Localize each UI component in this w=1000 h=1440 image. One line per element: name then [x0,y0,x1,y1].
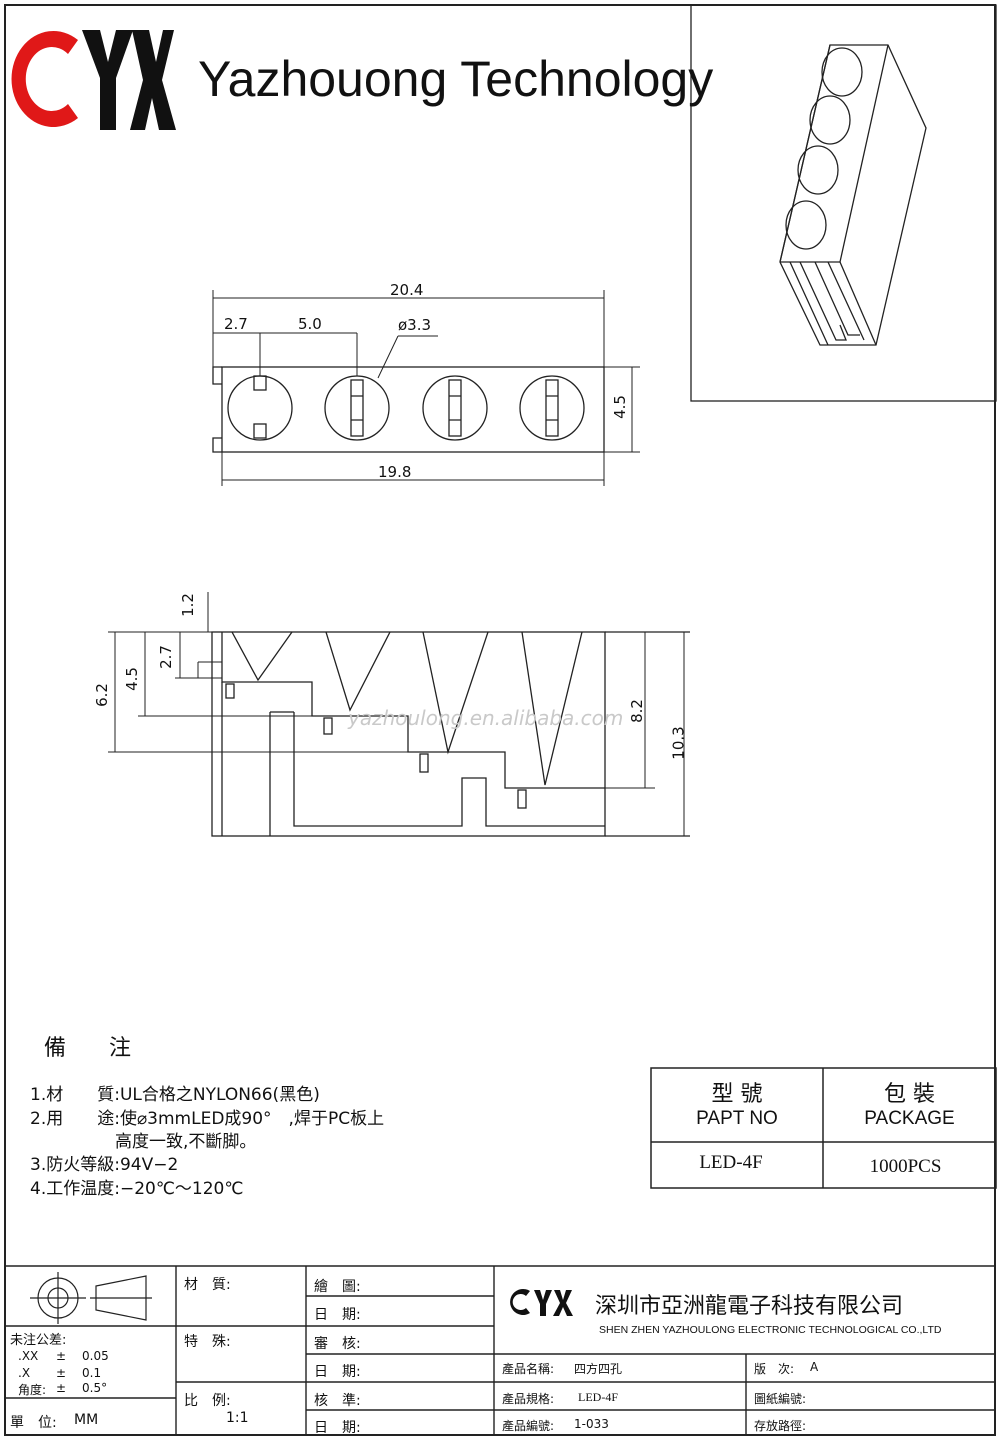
approve-label: 核 準: [314,1393,361,1409]
note-line-3: 高度一致,不斷脚。 [30,1132,257,1152]
part-table-grid [650,1067,997,1189]
side-view [108,592,690,837]
tol-x-sign: ± [56,1366,67,1380]
dim-top-height: 4.5 [610,395,629,419]
dim-side-8-2: 8.2 [627,699,646,723]
product-name-value: 四方四孔 [574,1362,623,1376]
top-view-holes [227,375,585,441]
version-value: A [810,1360,819,1374]
tol-xx-value: 0.05 [82,1349,109,1363]
note-line-5: 4.工作温度:−20℃～120℃ [30,1179,244,1199]
unit-label: 單 位: [10,1415,57,1431]
material-label: 材 質: [184,1277,231,1293]
dim-body-length: 19.8 [378,463,412,481]
version-label: 版 次: [754,1362,795,1376]
part-no-header-en: PAPT NO [696,1108,778,1129]
tol-x-value: 0.1 [82,1366,102,1380]
tol-xx-sign: ± [56,1349,67,1363]
package-header-en: PACKAGE [864,1108,955,1129]
dim-side-1-2: 1.2 [178,593,197,617]
dim-side-6-2: 6.2 [92,683,111,707]
dim-pitch: 5.0 [298,315,322,333]
spec-label: 產品規格: [502,1392,555,1406]
scale-value: 1:1 [226,1410,249,1426]
code-label: 產品編號: [502,1419,555,1433]
note-line-1: 1.材 質:UL合格之NYLON66(黑色) [30,1085,320,1105]
watermark: yazhoulong.en.alibaba.com [348,706,624,730]
product-name-label: 產品名稱: [502,1362,555,1376]
note-line-4: 3.防火等級:94V−2 [30,1155,179,1175]
date-label-3: 日 期: [314,1420,361,1436]
notes-title: 備 注 [44,1036,149,1061]
dim-side-4-5: 4.5 [122,667,141,691]
drawing-frame [4,4,996,1436]
storage-path-label: 存放路徑: [754,1419,807,1433]
title-block-cyx-logo [510,1289,573,1316]
company-name-cn: 深圳市亞洲龍電子科技有限公司 [595,1294,904,1319]
special-label: 特 殊: [184,1334,231,1350]
dim-hole-diameter: ø3.3 [398,316,432,334]
dim-edge-offset: 2.7 [224,315,248,333]
title-block-grid [4,1265,996,1436]
isometric-housing [779,44,927,346]
package-value: 1000PCS [869,1156,942,1177]
review-label: 審 核: [314,1336,361,1352]
projection-symbol-icon [30,1272,152,1324]
tol-angle-sign: ± [56,1381,67,1395]
code-value: 1-033 [574,1417,609,1431]
cyx-logo [11,30,176,130]
date-label-2: 日 期: [314,1364,361,1380]
package-header-cn: 包 裝 [884,1082,935,1107]
top-view [212,290,640,486]
scale-label: 比 例: [184,1393,231,1409]
tolerance-label: 未注公差: [10,1333,67,1348]
dim-side-10-3: 10.3 [669,726,688,760]
spec-value: LED-4F [578,1390,618,1404]
drawing-no-label: 圖紙編號: [754,1392,807,1406]
tol-xx-label: .XX [18,1349,39,1363]
tol-x-label: .X [18,1366,31,1380]
drawn-by-label: 繪 圖: [314,1279,361,1295]
note-line-2: 2.用 途:使⌀3mmLED成90° ,焊于PC板上 [30,1109,385,1129]
dim-side-2-7: 2.7 [156,645,175,669]
company-name-en: SHEN ZHEN YAZHOULONG ELECTRONIC TECHNOLO… [599,1324,942,1336]
unit-value: MM [74,1412,99,1428]
isometric-view-box [690,4,997,402]
date-label-1: 日 期: [314,1307,361,1323]
dim-overall-length: 20.4 [390,281,424,299]
tol-angle-value: 0.5° [82,1381,108,1395]
part-no-header-cn: 型 號 [711,1082,763,1107]
part-no-value: LED-4F [699,1152,763,1173]
company-heading: Yazhouong Technology [198,51,714,107]
tol-angle-label: 角度: [18,1383,47,1397]
